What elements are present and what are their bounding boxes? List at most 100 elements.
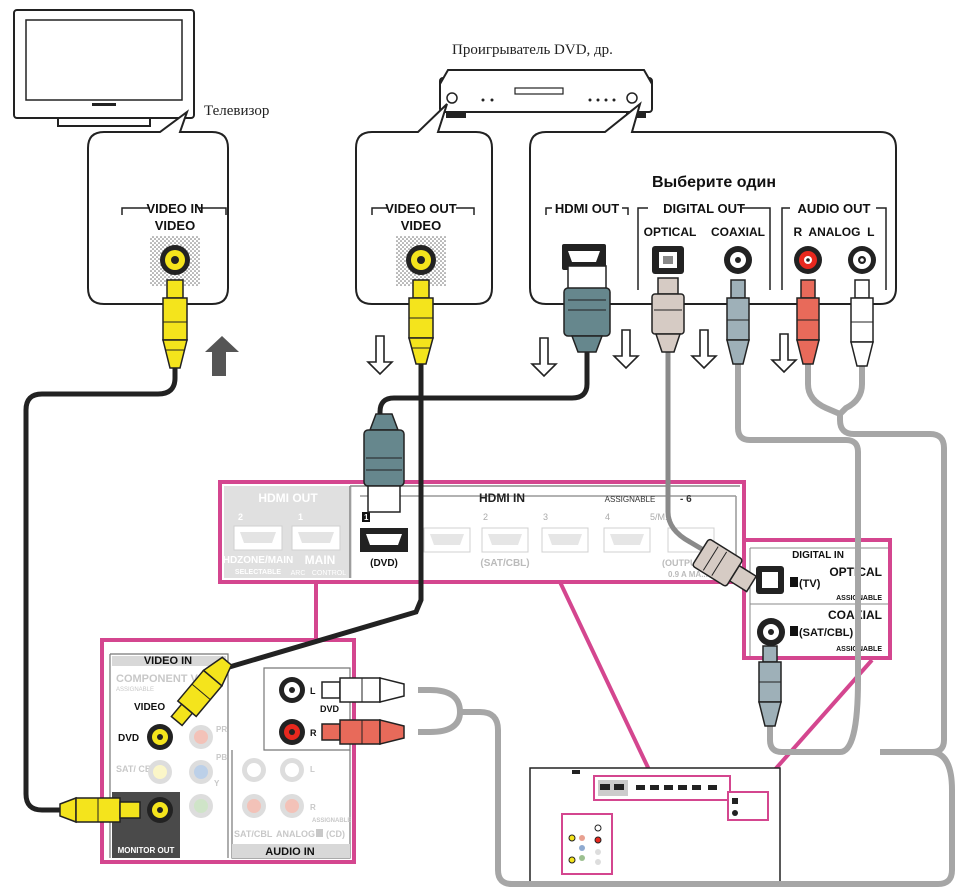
- player-audio-l-port[interactable]: [848, 246, 876, 274]
- audio-dvd-cable: [418, 687, 955, 887]
- down-arrow-icon: [530, 337, 558, 378]
- dvd-video-label: DVD: [118, 733, 139, 744]
- receiver-hdmi-out-2-port[interactable]: [233, 525, 283, 551]
- receiver-optical-plug: [692, 538, 758, 593]
- component-assignable-label: ASSIGNABLE: [116, 687, 154, 693]
- pb-label: PB: [216, 753, 227, 762]
- receiver-coaxial-port[interactable]: [757, 618, 785, 646]
- hdmi-out-1-number: 1: [298, 512, 303, 522]
- receiver-monitor-out-port[interactable]: [147, 797, 173, 823]
- player-video-label: VIDEO: [401, 218, 441, 233]
- tv-icon: [13, 9, 195, 127]
- receiver-audio-dvd-r-port[interactable]: [279, 719, 305, 745]
- receiver-optical-port[interactable]: [756, 566, 784, 594]
- video-in-label: VIDEO IN: [144, 655, 192, 667]
- player-digital-out-label: DIGITAL OUT: [663, 201, 745, 216]
- player-label: Проигрыватель DVD, др.: [452, 42, 613, 58]
- receiver-coax-plug: [758, 645, 782, 727]
- receiver-video-sat-port[interactable]: [148, 760, 172, 784]
- player-audio-r-plug: [796, 279, 820, 365]
- receiver-hdmi-in-1-port[interactable]: [360, 528, 408, 552]
- player-audio-out-label: AUDIO OUT: [798, 201, 871, 216]
- receiver-audio-r-plug: [321, 719, 405, 745]
- selectable-label: SELECTABLE: [235, 569, 281, 576]
- receiver-video-dvd-port[interactable]: [147, 724, 173, 750]
- monitor-out-plug: [59, 796, 141, 824]
- hdmi-in-4-number: 4: [605, 512, 610, 522]
- player-video-out-label: VIDEO OUT: [385, 201, 457, 216]
- audio-l-label: L: [310, 686, 316, 696]
- player-video-plug: [408, 279, 434, 365]
- hdzone-main-label: HDZONE/MAIN: [223, 555, 294, 566]
- hdmi-in-3-number: 3: [543, 512, 548, 522]
- audio-cable-r: [805, 362, 947, 755]
- down-arrow-icon: [612, 329, 640, 370]
- choose-one-label: Выберите один: [652, 174, 776, 191]
- player-coaxial-port[interactable]: [724, 246, 752, 274]
- sat-cbl-input-label: (SAT/CBL): [480, 558, 529, 569]
- audio-r-label: R: [310, 728, 317, 738]
- down-arrow-icon: [770, 333, 798, 374]
- player-optical-port[interactable]: [652, 246, 684, 274]
- up-arrow-icon: [205, 336, 239, 376]
- player-hdmi-port[interactable]: [562, 244, 606, 270]
- optical-cable: [665, 350, 746, 577]
- video-label: VIDEO: [134, 702, 165, 713]
- receiver-av-panel: [100, 638, 356, 864]
- audio-dvd-label: DVD: [320, 704, 340, 714]
- sat-cbl-video-label: SAT/ CBL: [116, 764, 157, 774]
- cd-label: (CD): [326, 829, 345, 839]
- max-current-label: 0.9 A MA...: [668, 570, 708, 579]
- assignable-range-label: - 6: [680, 494, 692, 505]
- coax-cable: [735, 362, 861, 755]
- dvd-input-label: (DVD): [370, 558, 398, 569]
- y-label: Y: [214, 779, 220, 788]
- player-coax-plug: [726, 279, 750, 365]
- sat-cbl-audio-label: SAT/CBL: [234, 829, 273, 839]
- receiver-audio-dvd-l-port[interactable]: [279, 677, 305, 703]
- audio-in-label: AUDIO IN: [265, 846, 315, 858]
- tv-video-plug: [162, 279, 188, 369]
- hdmi-in-5-number: 5/M...: [650, 512, 673, 522]
- down-arrow-icon: [690, 329, 718, 370]
- audio-assignable-label: ASSIGNABLE: [312, 818, 351, 824]
- control-label: CONTROL: [312, 570, 346, 577]
- player-audio-r-port[interactable]: [794, 246, 822, 274]
- player-video-out-jack[interactable]: [406, 245, 436, 275]
- pr-label: PR: [216, 725, 227, 734]
- receiver-hdmi-out-1-port[interactable]: [291, 525, 341, 551]
- output-label: (OUTPU...: [662, 558, 704, 568]
- receiver-hdmi-plug: [363, 413, 405, 513]
- hdmi-out-2-number: 2: [238, 512, 243, 522]
- player-video-callout: [355, 103, 493, 305]
- tv-video-cable: [23, 368, 178, 813]
- monitor-out-label: MONITOR OUT: [118, 846, 175, 855]
- audio-cable-l: [837, 366, 865, 417]
- dvd-player-icon: [439, 69, 653, 118]
- player-hdmi-out-label: HDMI OUT: [555, 201, 619, 216]
- player-audio-l-plug: [850, 279, 874, 367]
- player-optical-label: OPTICAL: [644, 225, 697, 239]
- arc-label: ARC: [291, 570, 306, 577]
- player-analog-label: R ANALOG L: [794, 225, 875, 239]
- tv-video-in-jack[interactable]: [160, 245, 190, 275]
- receiver-video-plug: [170, 656, 233, 727]
- main-label: MAIN: [305, 553, 336, 567]
- hdmi-cable-wire: [377, 352, 590, 430]
- receiver-audio-l-plug: [321, 677, 405, 703]
- tv-video-in-label: VIDEO IN: [146, 201, 203, 216]
- analog-cd-label: ANALOG: [276, 829, 315, 839]
- tv-label: Телевизор: [204, 103, 269, 119]
- optical-tv-label: (TV): [799, 578, 821, 590]
- component-label: COMPONENT V...: [116, 673, 206, 685]
- tv-video-label: VIDEO: [155, 218, 195, 233]
- audio-r2-label: R: [310, 803, 316, 812]
- audio-l2-label: L: [310, 765, 315, 774]
- player-video-cable: [225, 364, 424, 671]
- player-hdmi-plug: [563, 265, 611, 353]
- hdmi-in-1-number: 1: [364, 513, 369, 522]
- digital-in-label: DIGITAL IN: [792, 550, 844, 561]
- player-optical-plug: [651, 277, 685, 353]
- player-coaxial-label: COAXIAL: [711, 225, 765, 239]
